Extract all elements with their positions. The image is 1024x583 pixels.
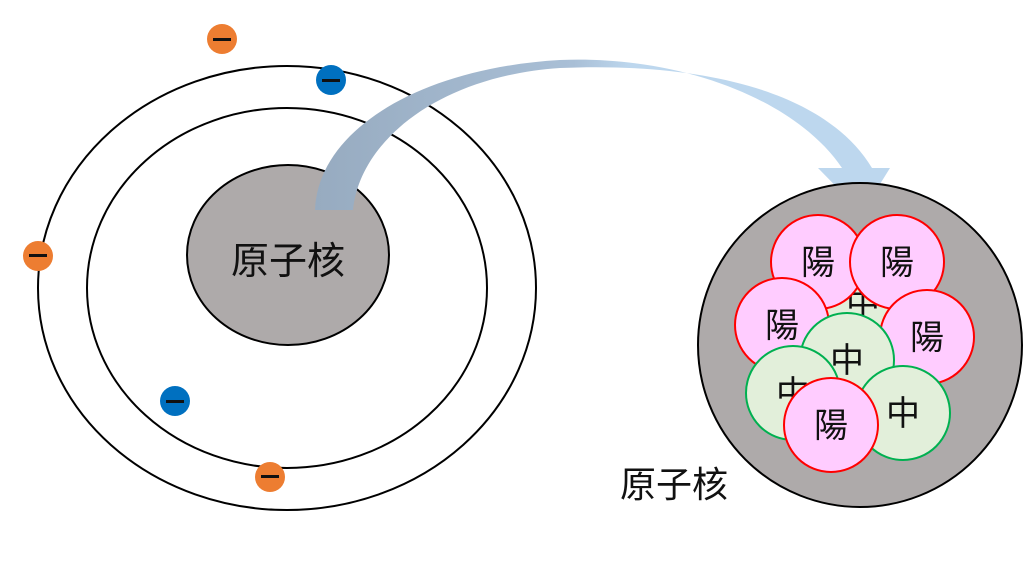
proton-label: 陽 (801, 243, 835, 283)
zoom-arrow (315, 59, 890, 213)
proton-label: 陽 (910, 318, 944, 358)
electron-inner-bottom (160, 386, 190, 416)
proton: 陽 (783, 377, 879, 473)
proton: 陽 (879, 289, 975, 385)
proton: 陽 (849, 214, 945, 310)
neutron: 中 (855, 365, 951, 461)
inner-orbit (86, 107, 488, 469)
nucleus-detail-label: 原子核 (620, 465, 728, 506)
electron-outer-left (23, 241, 53, 271)
atom-model: 原子核 (23, 24, 537, 511)
proton-label: 陽 (814, 406, 848, 446)
proton-circle (783, 377, 879, 473)
electron-inner-top (316, 65, 346, 95)
electron-outer-bottom (255, 462, 285, 492)
proton-label: 陽 (880, 243, 914, 283)
proton-label: 陽 (765, 306, 799, 346)
outer-orbit (37, 65, 537, 511)
nucleons: 中陽陽陽陽中中中陽 (734, 214, 975, 473)
electron-outer-top (207, 24, 237, 54)
nucleus-label: 原子核 (231, 239, 345, 283)
neutron-label: 中 (886, 394, 920, 434)
